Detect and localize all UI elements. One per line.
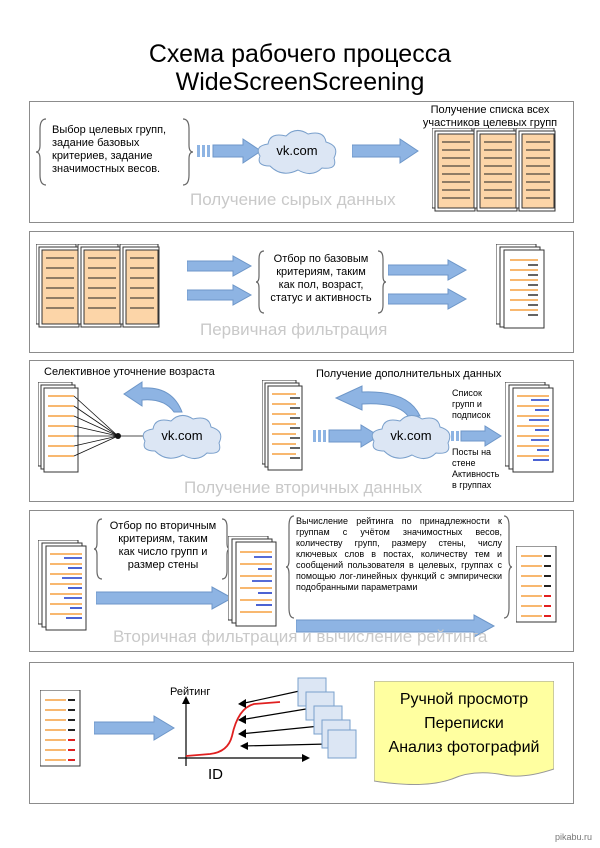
arrow-from-vk-1	[352, 138, 419, 164]
brace-filter-2	[94, 518, 230, 580]
arrow-from-vk-3	[451, 425, 502, 447]
enriched-list-stack	[505, 382, 554, 473]
vk-cloud-3: vk.com	[366, 411, 456, 463]
arrow-to-filter-1	[187, 255, 253, 277]
brace-input	[36, 118, 194, 186]
arrow-to-rating-1	[96, 586, 234, 610]
age-refine-diagram	[38, 382, 152, 473]
vk-cloud-1: vk.com	[252, 126, 342, 178]
age-refine-caption: Селективное уточнение возраста	[44, 366, 215, 378]
watermark: pikabu.ru	[554, 832, 592, 842]
arrow-to-filter-2	[187, 284, 253, 306]
arrow-to-rating-2	[296, 614, 496, 638]
rating-text: Вычисление рейтинга по принадлежности к …	[296, 516, 502, 592]
stage-label-rating: Вторичная фильтрация и вычисление рейтин…	[113, 627, 488, 646]
title-line-1: Схема рабочего процесса	[148, 40, 452, 68]
extra-data-list-stack	[262, 380, 303, 471]
manual-review-note: Ручной просмотр Переписки Анализ фотогра…	[374, 681, 554, 785]
ranked-list	[516, 546, 557, 623]
profiles-to-chart-arrows	[238, 689, 329, 750]
title-line-2: WideScreenScreening	[175, 68, 425, 96]
curved-arrow-2	[334, 385, 421, 417]
axis-x-label: ID	[208, 766, 223, 783]
brace-rating	[286, 515, 512, 619]
ranked-list-2	[40, 690, 81, 767]
member-lists-stack-1	[432, 128, 556, 212]
manual-line-1: Ручной просмотр	[399, 691, 529, 708]
member-lists-stack-2	[36, 244, 160, 328]
manual-line-2: Переписки	[424, 715, 504, 732]
stage-label-primary: Первичная фильтрация	[200, 320, 388, 339]
extra-data-caption: Получение дополнительных данных	[316, 368, 502, 380]
filtered-enriched-stack	[228, 536, 277, 627]
stage-label-raw: Получение сырых данных	[190, 190, 396, 209]
vk-cloud-2: vk.com	[137, 411, 227, 463]
arrow-to-vk-3	[313, 424, 380, 448]
curved-arrow-1	[123, 381, 183, 413]
arrow-filter-out-2	[388, 288, 468, 310]
enriched-list-stack-2	[38, 540, 87, 631]
brace-filter-1	[256, 250, 386, 314]
axis-y-label: Рейтинг	[170, 686, 211, 698]
rating-chart	[178, 696, 310, 766]
arrow-filter-out-1	[388, 259, 468, 281]
filtered-list-stack	[496, 244, 545, 329]
arrow-to-chart	[94, 715, 175, 741]
profile-cards	[297, 677, 357, 759]
manual-line-3: Анализ фотографий	[388, 739, 540, 756]
arrow-to-vk-1	[197, 138, 262, 164]
stage-label-secondary: Получение вторичных данных	[184, 478, 423, 497]
